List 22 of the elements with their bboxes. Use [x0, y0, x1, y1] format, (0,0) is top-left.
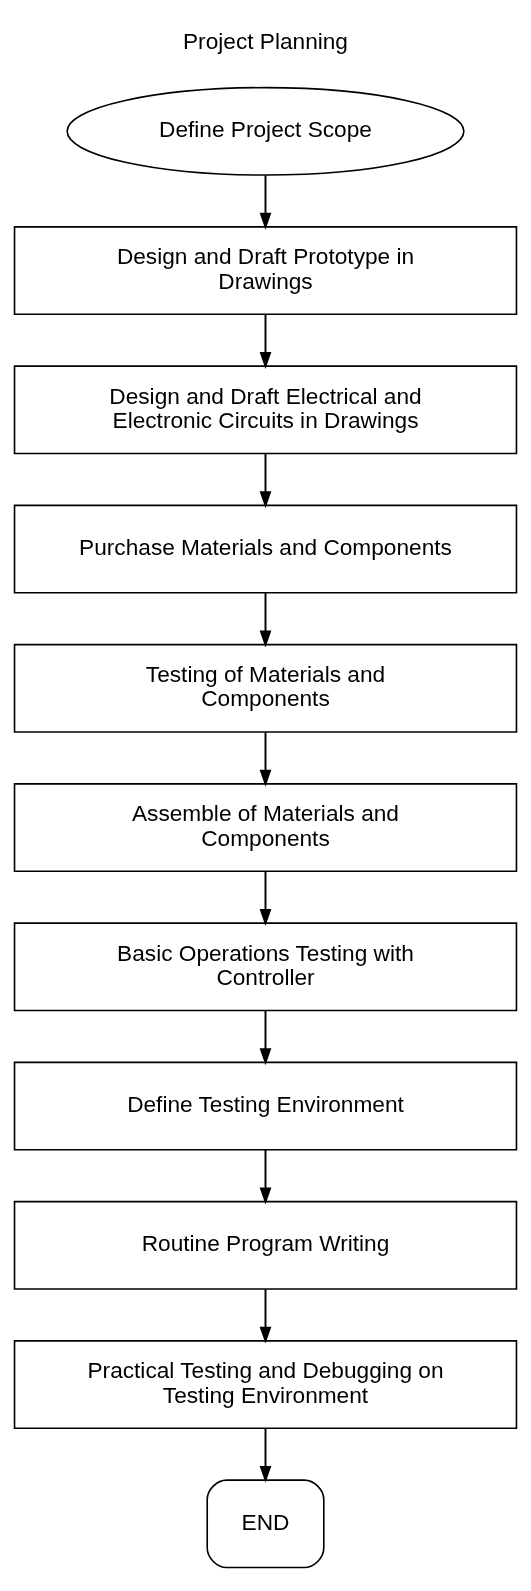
arrow [259, 313, 272, 369]
arrow [259, 452, 272, 508]
arrow [259, 1287, 272, 1344]
node-ellipse: Define Project Scope [66, 86, 465, 176]
node-box: Define Testing Environment [13, 1061, 518, 1151]
node-box: Purchase Materials and Components [13, 504, 518, 594]
node-box: Routine Program Writing [13, 1200, 518, 1290]
diagram-title: Project Planning [183, 27, 348, 54]
arrow [259, 870, 272, 926]
arrow [259, 1148, 272, 1204]
node-box: Assemble of Materials and Components [13, 782, 518, 872]
node-box: Practical Testing and Debugging on Testing Environment [13, 1339, 518, 1429]
node-box: Basic Operations Testing with Controller [13, 921, 518, 1011]
node-box: Design and Draft Prototype in Drawings [13, 225, 518, 315]
node-box: Testing of Materials and Components [13, 643, 518, 733]
node-box: END [206, 1478, 325, 1568]
arrow [259, 1009, 272, 1065]
arrow [259, 173, 272, 230]
arrow [259, 591, 272, 647]
arrow [259, 730, 272, 787]
node-box: Design and Draft Electrical and Electronic Circuits in Drawings [13, 364, 518, 454]
arrow [259, 1427, 272, 1483]
